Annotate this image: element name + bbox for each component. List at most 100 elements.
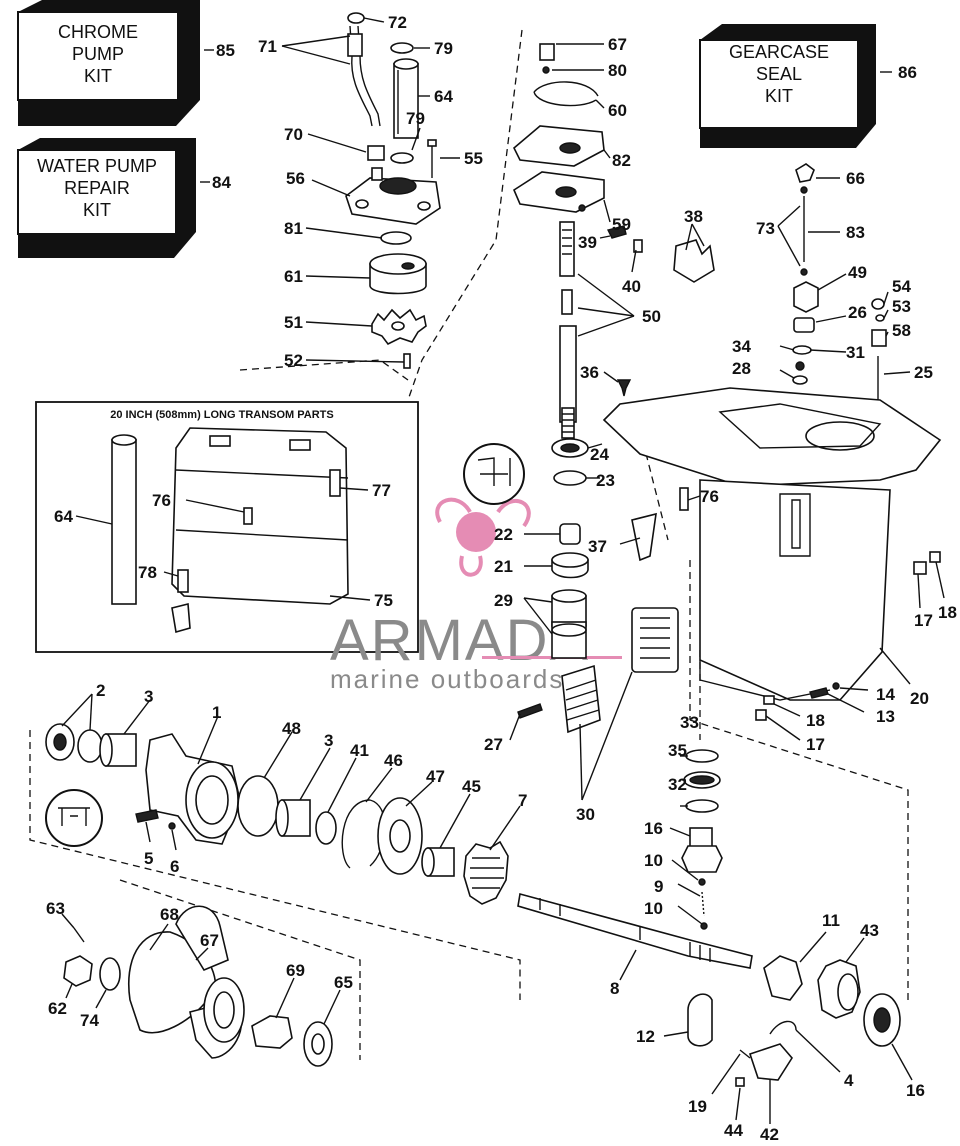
callout-79b: 79 bbox=[406, 109, 425, 128]
callout-54: 54 bbox=[892, 277, 911, 296]
callout-70: 70 bbox=[284, 125, 303, 144]
callout-76: 76 bbox=[700, 487, 719, 506]
gear-kit-line1: GEARCASE bbox=[729, 42, 829, 62]
callout-43: 43 bbox=[860, 921, 879, 940]
callout-16a: 16 bbox=[644, 819, 663, 838]
forward-gear-parts bbox=[687, 955, 901, 1087]
callout-64: 64 bbox=[434, 87, 453, 106]
water-pump-repair-kit-box: WATER PUMP REPAIR KIT bbox=[17, 138, 196, 258]
callout-32: 32 bbox=[668, 775, 687, 794]
callout-10a: 10 bbox=[644, 851, 663, 870]
callout-8: 8 bbox=[610, 979, 619, 998]
driveshaft-parts bbox=[512, 43, 715, 439]
callout-53: 53 bbox=[892, 297, 911, 316]
water-kit-line2: REPAIR bbox=[64, 178, 130, 198]
callout-46: 46 bbox=[384, 751, 403, 770]
callout-58: 58 bbox=[892, 321, 911, 340]
bearing-stack bbox=[463, 438, 679, 734]
callout-16b: 16 bbox=[906, 1081, 925, 1100]
callout-27: 27 bbox=[484, 735, 503, 754]
callout-36: 36 bbox=[580, 363, 599, 382]
callout-77: 77 bbox=[372, 481, 391, 500]
callout-29: 29 bbox=[494, 591, 513, 610]
callout-52: 52 bbox=[284, 351, 303, 370]
pinion-gear-stack bbox=[681, 749, 723, 930]
callout-65: 65 bbox=[334, 973, 353, 992]
callout-60: 60 bbox=[608, 101, 627, 120]
callout-34: 34 bbox=[732, 337, 751, 356]
callout-74: 74 bbox=[80, 1011, 99, 1030]
watermark-brand: ARMADA bbox=[330, 608, 590, 673]
callout-18a: 18 bbox=[938, 603, 957, 622]
callout-67a: 67 bbox=[608, 35, 627, 54]
chrome-kit-line3: KIT bbox=[84, 66, 112, 86]
callout-72: 72 bbox=[388, 13, 407, 32]
callout-38: 38 bbox=[684, 207, 703, 226]
gearcase-housing bbox=[602, 387, 942, 721]
callout-3a: 3 bbox=[144, 687, 153, 706]
callout-35: 35 bbox=[668, 741, 687, 760]
callout-37: 37 bbox=[588, 537, 607, 556]
callout-62: 62 bbox=[48, 999, 67, 1018]
callout-18b: 18 bbox=[806, 711, 825, 730]
callout-11: 11 bbox=[822, 911, 840, 930]
leader-lines bbox=[61, 17, 945, 1124]
callout-41: 41 bbox=[350, 741, 369, 760]
callout-17b: 17 bbox=[806, 735, 825, 754]
chrome-pump-kit-box: CHROME PUMP KIT bbox=[17, 0, 200, 126]
propshaft-bearing-housing bbox=[45, 723, 509, 905]
callout-22: 22 bbox=[494, 525, 513, 544]
callout-71: 71 bbox=[258, 37, 277, 56]
callout-numbers: 72 71 79 64 79 70 55 56 81 61 51 52 67 8… bbox=[46, 13, 957, 1144]
callout-2: 2 bbox=[96, 681, 105, 700]
callout-51: 51 bbox=[284, 313, 303, 332]
callout-78: 78 bbox=[138, 563, 157, 582]
callout-80: 80 bbox=[608, 61, 627, 80]
callout-20: 20 bbox=[910, 689, 929, 708]
callout-17a: 17 bbox=[914, 611, 933, 630]
long-transom-inset: 20 INCH (508mm) LONG TRANSOM PARTS bbox=[35, 401, 419, 653]
callout-50: 50 bbox=[642, 307, 661, 326]
water-pump-parts bbox=[345, 12, 441, 369]
watermark-logo: ARMADA marine outboards bbox=[330, 497, 622, 694]
callout-67b: 67 bbox=[200, 931, 219, 950]
callout-73: 73 bbox=[756, 219, 775, 238]
callout-81: 81 bbox=[284, 219, 303, 238]
callout-86: 86 bbox=[898, 63, 917, 82]
callout-33: 33 bbox=[680, 713, 699, 732]
callout-45: 45 bbox=[462, 777, 481, 796]
callout-21: 21 bbox=[494, 557, 513, 576]
callout-66: 66 bbox=[846, 169, 865, 188]
callout-7: 7 bbox=[518, 791, 527, 810]
callout-47: 47 bbox=[426, 767, 445, 786]
callout-40: 40 bbox=[622, 277, 641, 296]
callout-76-inset: 76 bbox=[152, 491, 171, 510]
callout-49: 49 bbox=[848, 263, 867, 282]
callout-19: 19 bbox=[688, 1097, 707, 1116]
callout-26: 26 bbox=[848, 303, 867, 322]
callout-44: 44 bbox=[724, 1121, 743, 1140]
callout-56: 56 bbox=[286, 169, 305, 188]
callout-61: 61 bbox=[284, 267, 303, 286]
water-kit-line1: WATER PUMP bbox=[37, 156, 157, 176]
callout-69: 69 bbox=[286, 961, 305, 980]
inset-title: 20 INCH (508mm) LONG TRANSOM PARTS bbox=[110, 409, 334, 421]
callout-12: 12 bbox=[636, 1027, 655, 1046]
callout-6: 6 bbox=[170, 857, 179, 876]
water-kit-line3: KIT bbox=[83, 200, 111, 220]
callout-83: 83 bbox=[846, 223, 865, 242]
callout-84: 84 bbox=[212, 173, 231, 192]
gearcase-seal-kit-box: GEARCASE SEAL KIT bbox=[699, 24, 876, 148]
callout-42: 42 bbox=[760, 1125, 779, 1141]
gear-kit-line2: SEAL bbox=[756, 64, 802, 84]
callout-39: 39 bbox=[578, 233, 597, 252]
callout-24: 24 bbox=[590, 445, 609, 464]
callout-79a: 79 bbox=[434, 39, 453, 58]
callout-55: 55 bbox=[464, 149, 483, 168]
callout-23: 23 bbox=[596, 471, 615, 490]
callout-5: 5 bbox=[144, 849, 153, 868]
chrome-kit-line2: PUMP bbox=[72, 44, 124, 64]
gear-kit-line3: KIT bbox=[765, 86, 793, 106]
callout-10b: 10 bbox=[644, 899, 663, 918]
